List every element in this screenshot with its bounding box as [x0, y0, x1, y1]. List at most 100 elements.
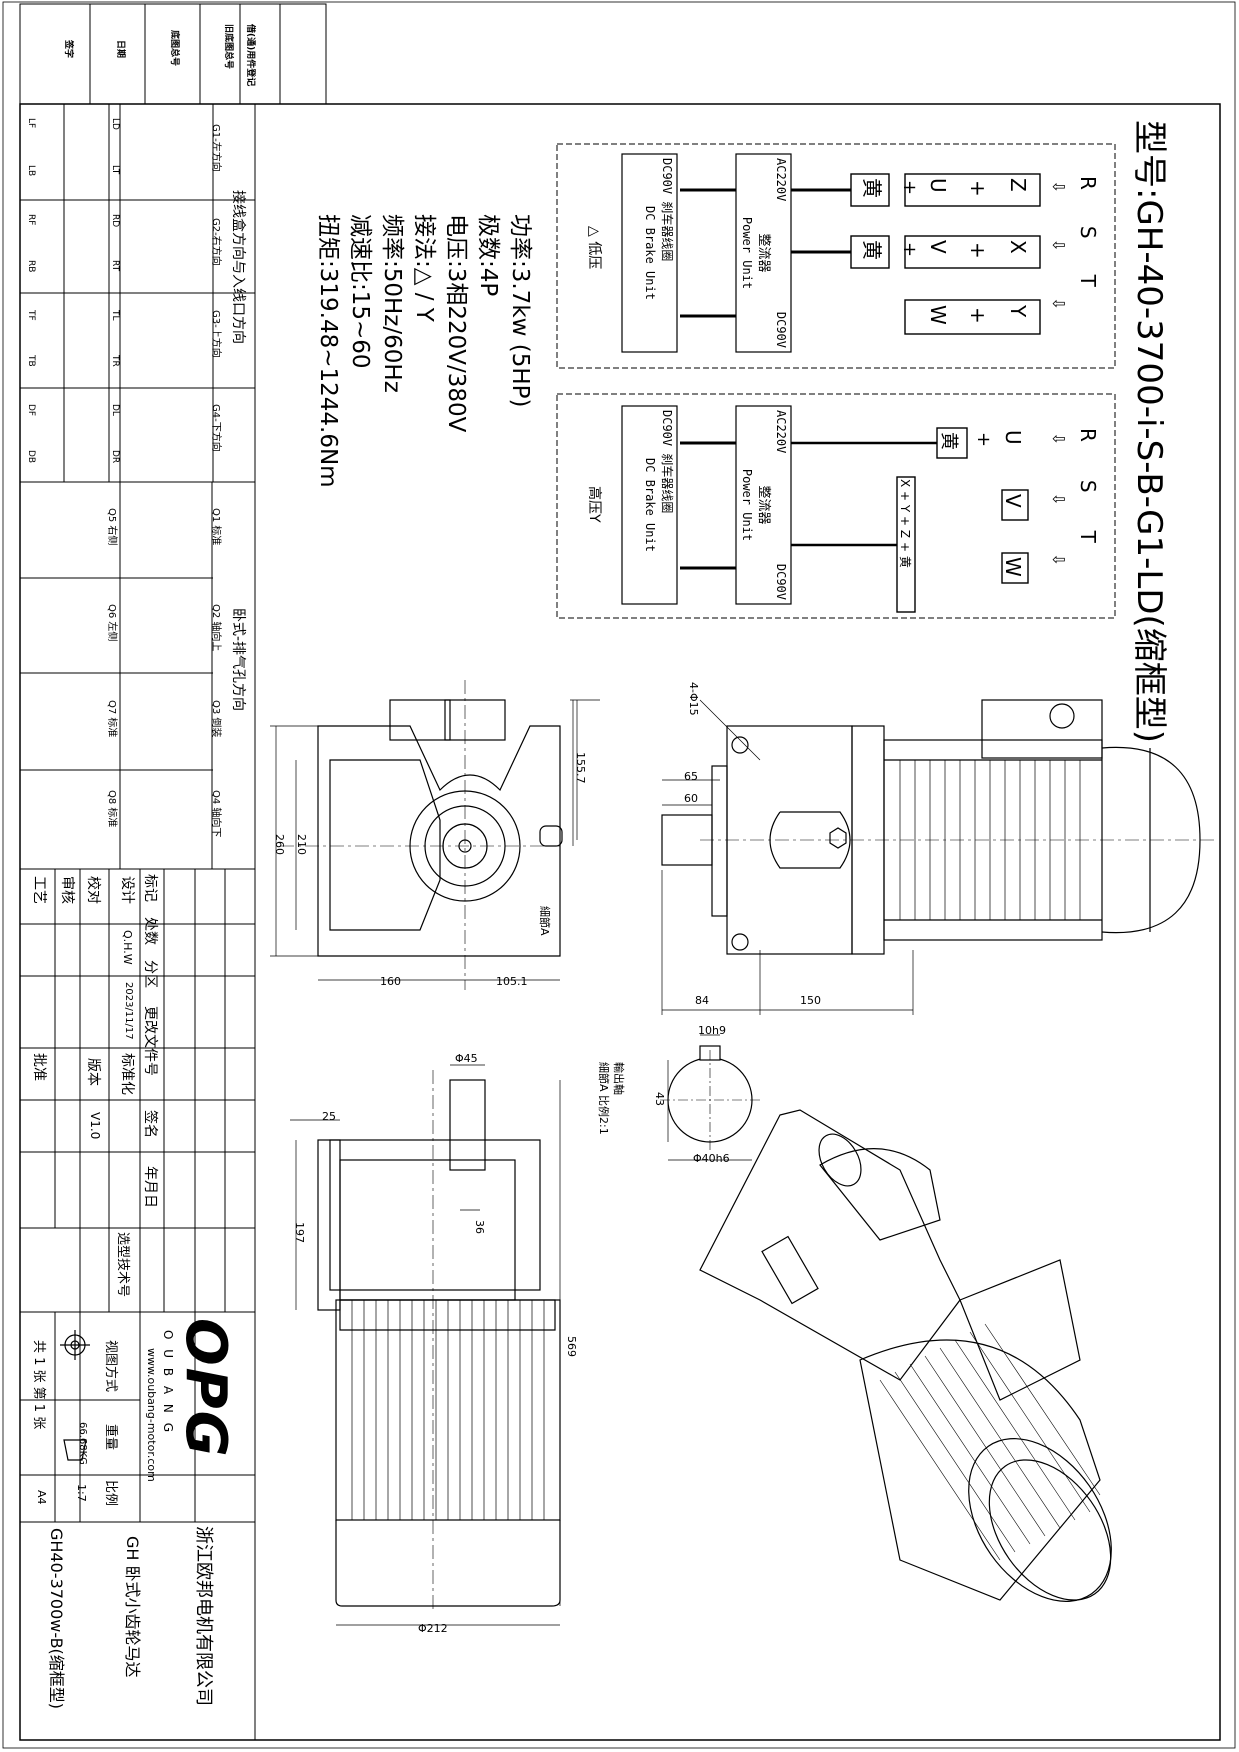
arrow-down-icon: ⇩: [1049, 180, 1068, 194]
low-row-z-label: Z: [1006, 178, 1030, 192]
terminal-t: T: [1076, 274, 1100, 287]
code-rt: RT: [110, 260, 120, 272]
dim-phi212: Φ212: [418, 1622, 448, 1635]
tb-design: 设计: [119, 876, 135, 904]
high-mode-label: 高压Y: [586, 486, 602, 523]
motor-top-view: [317, 1070, 561, 1612]
dim-65: 65: [684, 770, 698, 783]
high-v-label: V: [1001, 494, 1025, 508]
code-df: DF: [26, 404, 36, 417]
terminal-r: R: [1076, 428, 1100, 442]
code-rb: RB: [26, 260, 36, 273]
arrow-down-icon: ⇩: [1049, 432, 1068, 446]
tb-weight: 66.68KG: [77, 1422, 88, 1465]
tb-count: 处数: [142, 917, 158, 945]
tb-scale: 1:7: [75, 1484, 88, 1502]
tb-ymd: 年月日: [142, 1166, 158, 1208]
drawing-number: GH40-3700w-B(缩框型): [47, 1528, 66, 1710]
terminal-s: S: [1076, 479, 1100, 493]
code-lt: LT: [110, 165, 120, 175]
dim-25: 25: [322, 1110, 336, 1123]
side-q6: Q6 左侧: [106, 604, 117, 642]
projection-symbol-icon: [60, 1330, 90, 1461]
dim-36: 36: [473, 1220, 486, 1234]
dim-84: 84: [695, 994, 709, 1007]
code-lf: LF: [26, 118, 36, 129]
terminal-t: T: [1076, 530, 1100, 543]
company-name: 浙江欧邦电机有限公司: [193, 1526, 214, 1706]
code-lb: LB: [26, 165, 36, 177]
side-q7: Q7 标准: [106, 700, 117, 738]
low-brake-coil: DC90V 刹车器线圈 DC Brake Unit: [643, 158, 674, 300]
brand-name: O U B A N G: [161, 1330, 175, 1436]
code-tb: TB: [26, 355, 36, 367]
side-q8: Q8 标准: [106, 790, 117, 828]
arrow-down-icon: ⇩: [1049, 552, 1068, 567]
code-tl: TL: [110, 310, 120, 321]
code-dr: DR: [110, 450, 120, 464]
low-row-v-label: V: [926, 240, 950, 254]
dim-260: 260: [273, 834, 286, 855]
tb-process: 工艺: [31, 876, 47, 904]
strip-date: 日期: [115, 40, 125, 59]
code-rf: RF: [26, 214, 36, 226]
dim-60: 60: [684, 792, 698, 805]
code-rd: RD: [110, 214, 120, 228]
output-shaft-label: 輸出軸: [612, 1062, 625, 1095]
spec-torque: 扭矩:319.48~1244.6Nm: [315, 214, 341, 488]
tb-mark: 标记: [142, 874, 158, 902]
high-terminals: R S T: [1076, 428, 1100, 543]
low-row-u-label: U: [926, 178, 950, 193]
tb-standard: 标准化: [119, 1053, 135, 1095]
arrow-down-icon: ⇩: [1049, 492, 1068, 506]
strip-base-no: 底图总号: [169, 30, 179, 67]
title-text: 型号:GH-40-3700-i-S-B-G1-LD(缩框型): [1129, 120, 1169, 744]
arrow-down-icon: ⇩: [1049, 238, 1068, 252]
gearbox-front-view: [280, 680, 563, 990]
dim-43: 43: [653, 1092, 666, 1106]
dim-10h9: 10h9: [698, 1024, 726, 1037]
tb-version: V1.0: [88, 1112, 102, 1140]
detail-a-label: 細節A: [538, 906, 551, 936]
strip-borrowed: 借(通)用件登记: [245, 24, 255, 87]
product-name: GH 卧式小齿轮马达: [123, 1536, 142, 1678]
spec-power: 功率:3.7kw (5HP): [507, 214, 533, 408]
company-logo: OPG: [173, 1318, 238, 1459]
wiring-low-frame: [556, 143, 1116, 369]
dim-phi40h6: Φ40h6: [693, 1152, 730, 1165]
website: www.oubang-motor.com: [145, 1348, 158, 1482]
side-view-dimension-lines: [570, 699, 914, 1015]
low-mode-label: △ 低压: [586, 226, 602, 270]
strip-old-base: 旧底图总号: [223, 24, 233, 70]
low-row-z-plus: +: [966, 180, 990, 197]
tb-scale-label: 比例: [103, 1480, 118, 1507]
tb-sign: 签名: [142, 1110, 158, 1138]
dim-phi45: Φ45: [455, 1052, 478, 1065]
tb-paper: A4: [35, 1490, 48, 1505]
low-row-u-yellow: 黄: [860, 178, 884, 198]
dir-g4: G4-下方向: [210, 404, 221, 452]
motor-side-view: [661, 699, 1215, 955]
code-ld: LD: [110, 118, 120, 130]
dim-569: 569: [565, 1336, 578, 1357]
strip-signature: 签字: [63, 40, 73, 59]
mount-q2: Q2 轴向上: [210, 604, 221, 652]
low-row-y-plus: +: [966, 307, 990, 324]
tb-sheets: 共 1 张 第 1 张: [31, 1340, 46, 1430]
spec-frequency: 频率:50Hz/60Hz: [379, 214, 405, 393]
mount-q1: Q1 标准: [210, 508, 221, 546]
box-direction-title: 接线盒方向与入线口方向: [230, 190, 246, 344]
spec-connection: 接法:△ / Y: [411, 214, 437, 322]
shaft-detail: [660, 1034, 760, 1161]
mount-direction-title: 卧式-排气孔方向: [230, 608, 246, 712]
low-row-u-plus: +: [899, 180, 920, 196]
tb-zone: 分区: [142, 960, 158, 988]
terminal-r: R: [1076, 176, 1100, 190]
front-view-dimension-lines: [270, 700, 574, 981]
dim-197: 197: [293, 1222, 306, 1243]
mount-q4: Q4 轴向下: [210, 790, 221, 838]
detail-scale-label: 細節A 比例2:1: [597, 1062, 610, 1135]
